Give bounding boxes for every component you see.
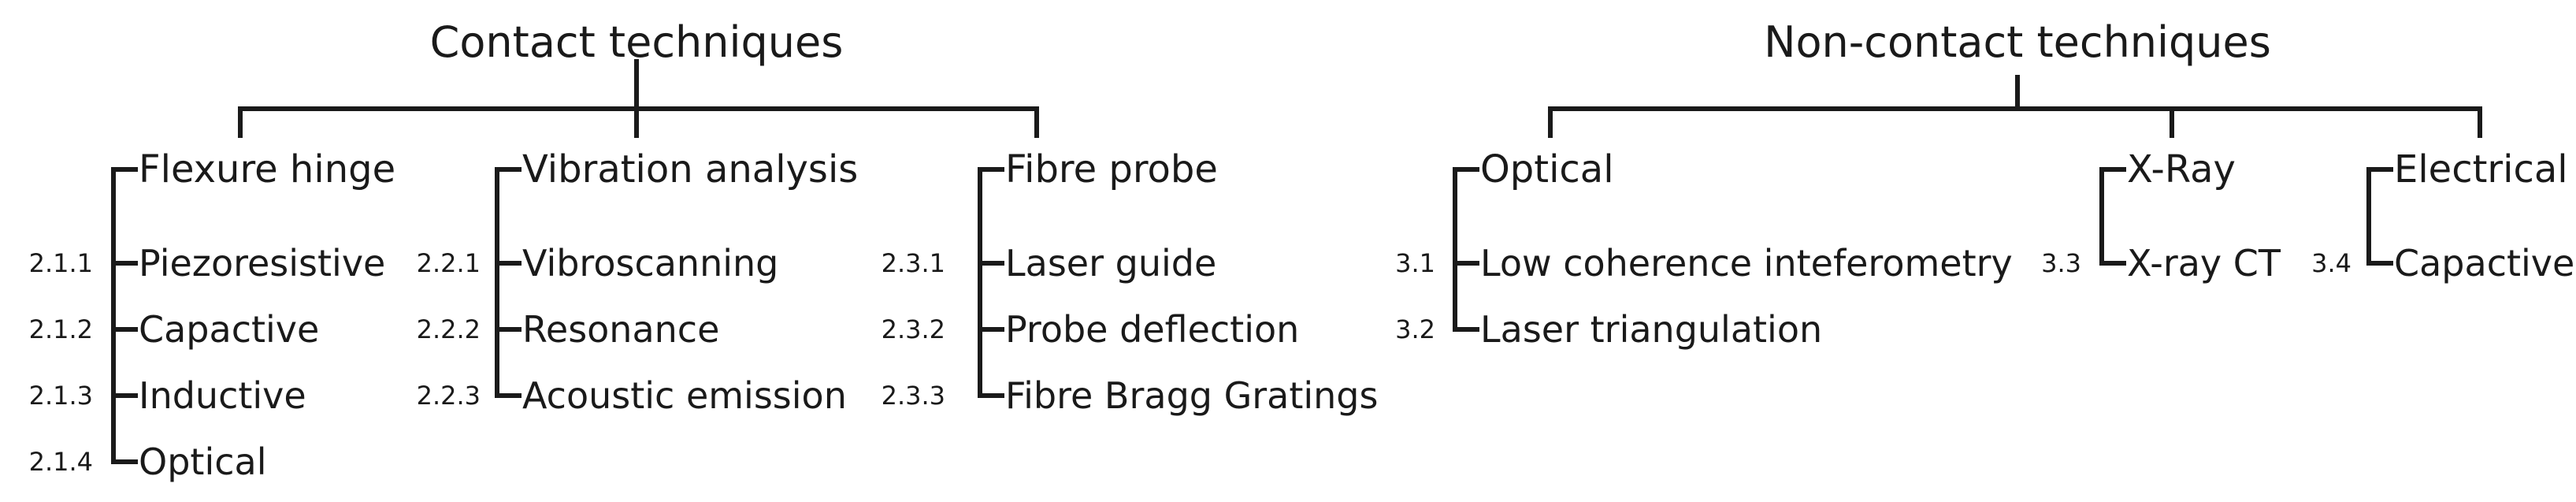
item-label: Resonance — [522, 308, 720, 351]
item-number: 3.1 — [1395, 248, 1435, 278]
category-label: Electrical — [2394, 147, 2568, 192]
item-number: 2.2.1 — [416, 248, 481, 278]
item-number: 3.2 — [1395, 314, 1435, 344]
item-label: Fibre Bragg Gratings — [1005, 374, 1379, 417]
item-label: Inductive — [139, 374, 306, 417]
item-label: Laser triangulation — [1480, 308, 1823, 351]
item-label: X-ray CT — [2127, 242, 2281, 284]
category-label: X-Ray — [2127, 147, 2236, 192]
category-label: Optical — [1480, 147, 1614, 192]
item-label: Laser guide — [1005, 242, 1217, 284]
tree-title: Contact techniques — [429, 17, 844, 67]
item-label: Optical — [139, 441, 267, 483]
item-label: Acoustic emission — [522, 374, 847, 417]
category-label: Flexure hinge — [139, 147, 396, 192]
item-number: 2.2.2 — [416, 314, 481, 344]
category-label: Fibre probe — [1005, 147, 1218, 192]
category-label: Vibration analysis — [522, 147, 859, 192]
item-label: Vibroscanning — [522, 242, 779, 284]
item-label: Capactive — [139, 308, 320, 351]
item-number: 2.3.3 — [881, 381, 945, 411]
item-number: 2.1.3 — [28, 381, 93, 411]
item-number: 3.4 — [2311, 248, 2351, 278]
item-number: 2.3.2 — [881, 314, 945, 344]
tree-title: Non-contact techniques — [1764, 17, 2271, 67]
item-number: 2.3.1 — [881, 248, 945, 278]
item-label: Probe deflection — [1005, 308, 1300, 351]
item-number: 2.1.4 — [28, 447, 93, 477]
item-number: 3.3 — [2041, 248, 2081, 278]
item-label: Piezoresistive — [139, 242, 386, 284]
item-label: Low coherence inteferometry — [1480, 242, 2013, 284]
item-number: 2.1.1 — [28, 248, 93, 278]
item-label: Capactive — [2394, 242, 2575, 284]
item-number: 2.1.2 — [28, 314, 93, 344]
item-number: 2.2.3 — [416, 381, 481, 411]
